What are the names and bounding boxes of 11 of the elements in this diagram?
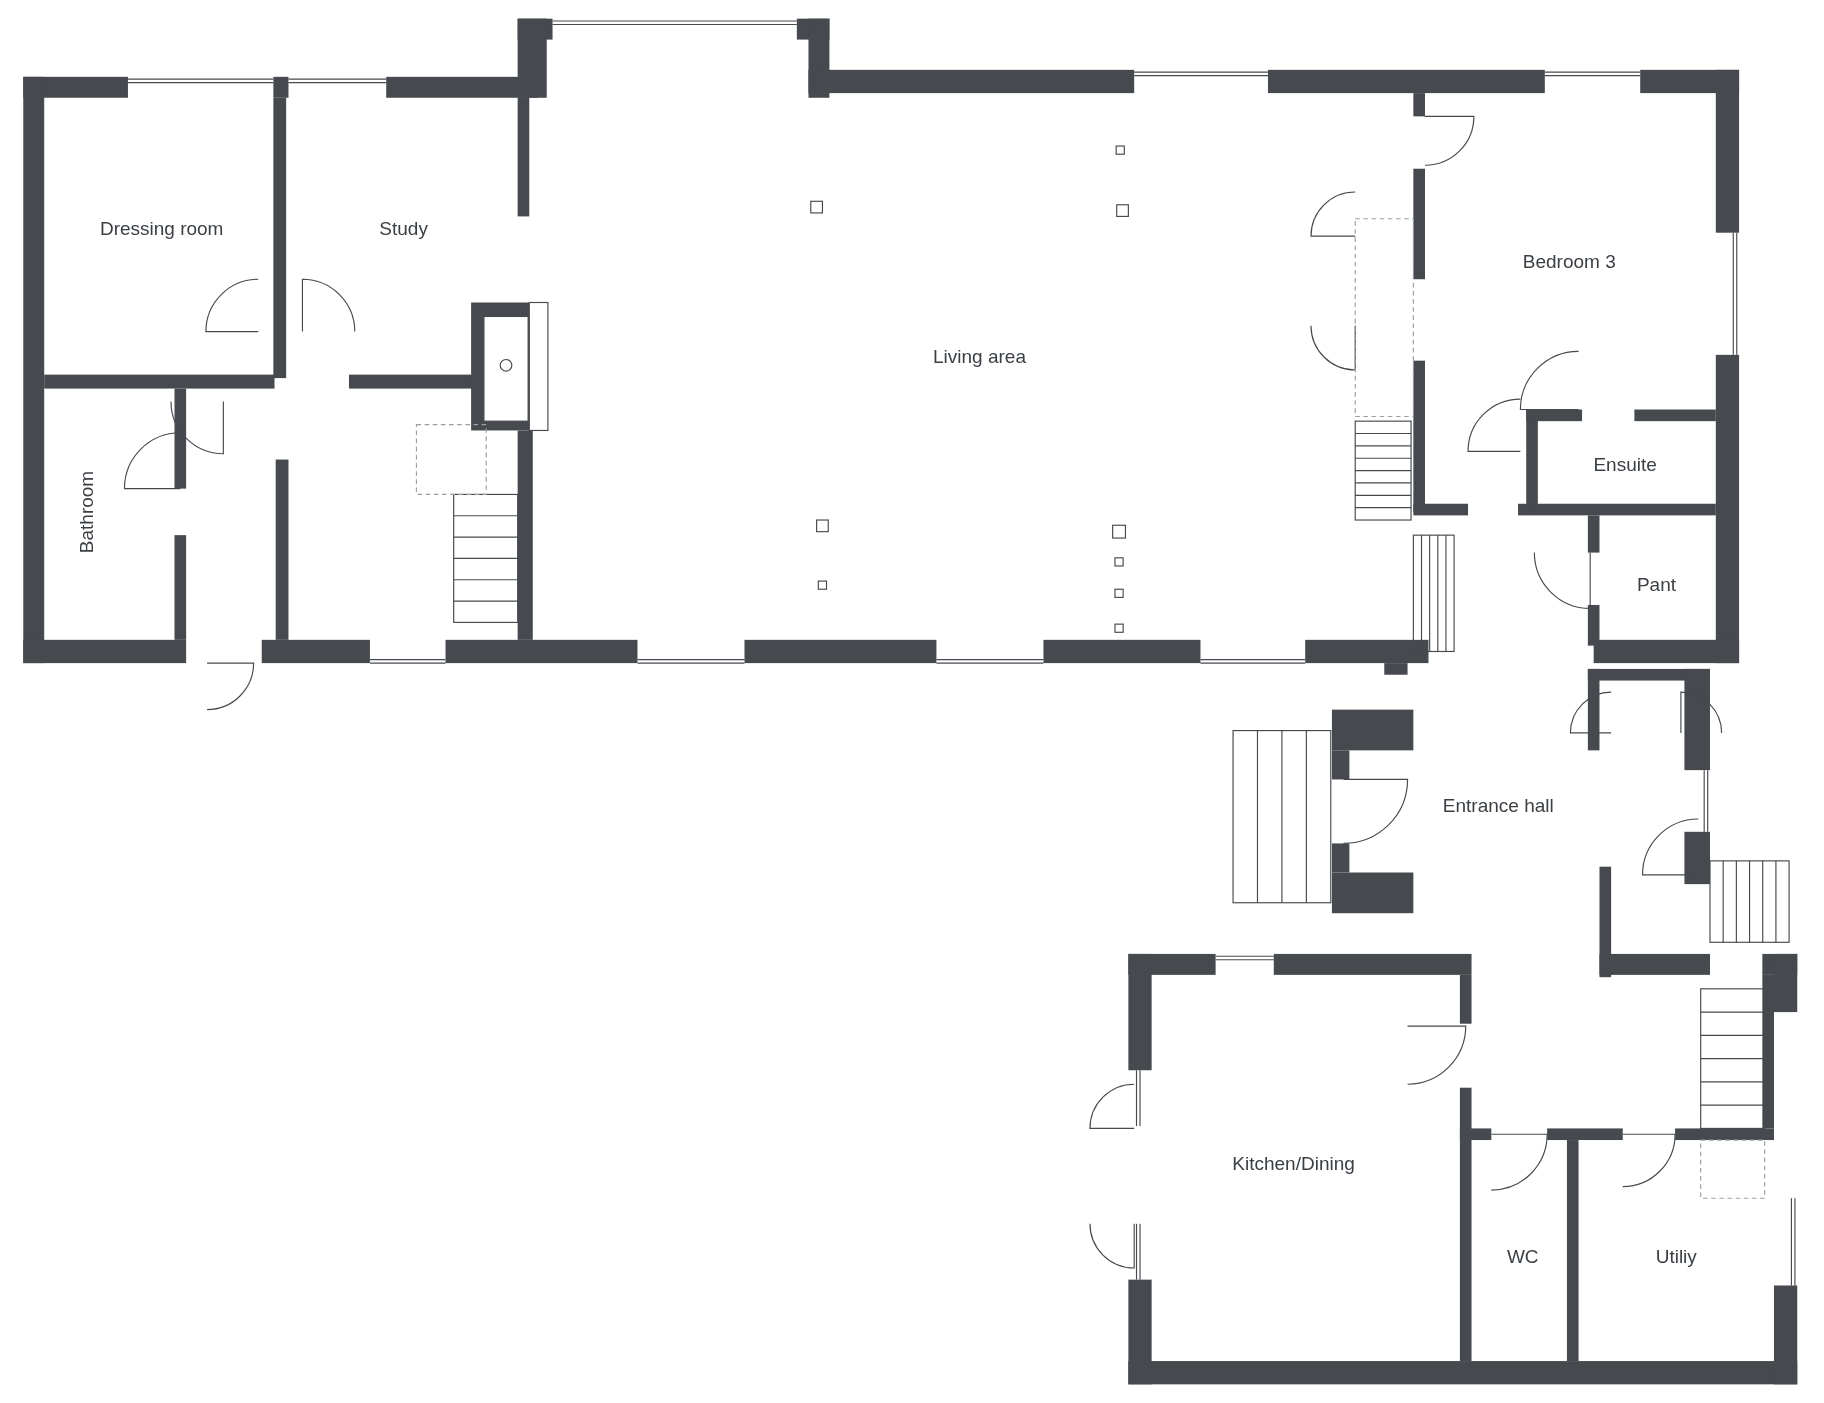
room-label: WC [1506,1245,1539,1270]
room-label: Entrance hall [1442,793,1554,818]
room-label: Pant [1636,572,1677,597]
room-label: Ensuite [1593,453,1657,478]
room-label: Dressing room [99,216,224,241]
room-label: Utiliy [1655,1245,1697,1270]
room-label: Kitchen/Dining [1232,1152,1355,1177]
room-label: Study [379,216,428,241]
room-label: Living area [933,344,1026,369]
room-label: Bathroom [75,470,98,553]
room-label: Bedroom 3 [1522,249,1616,274]
